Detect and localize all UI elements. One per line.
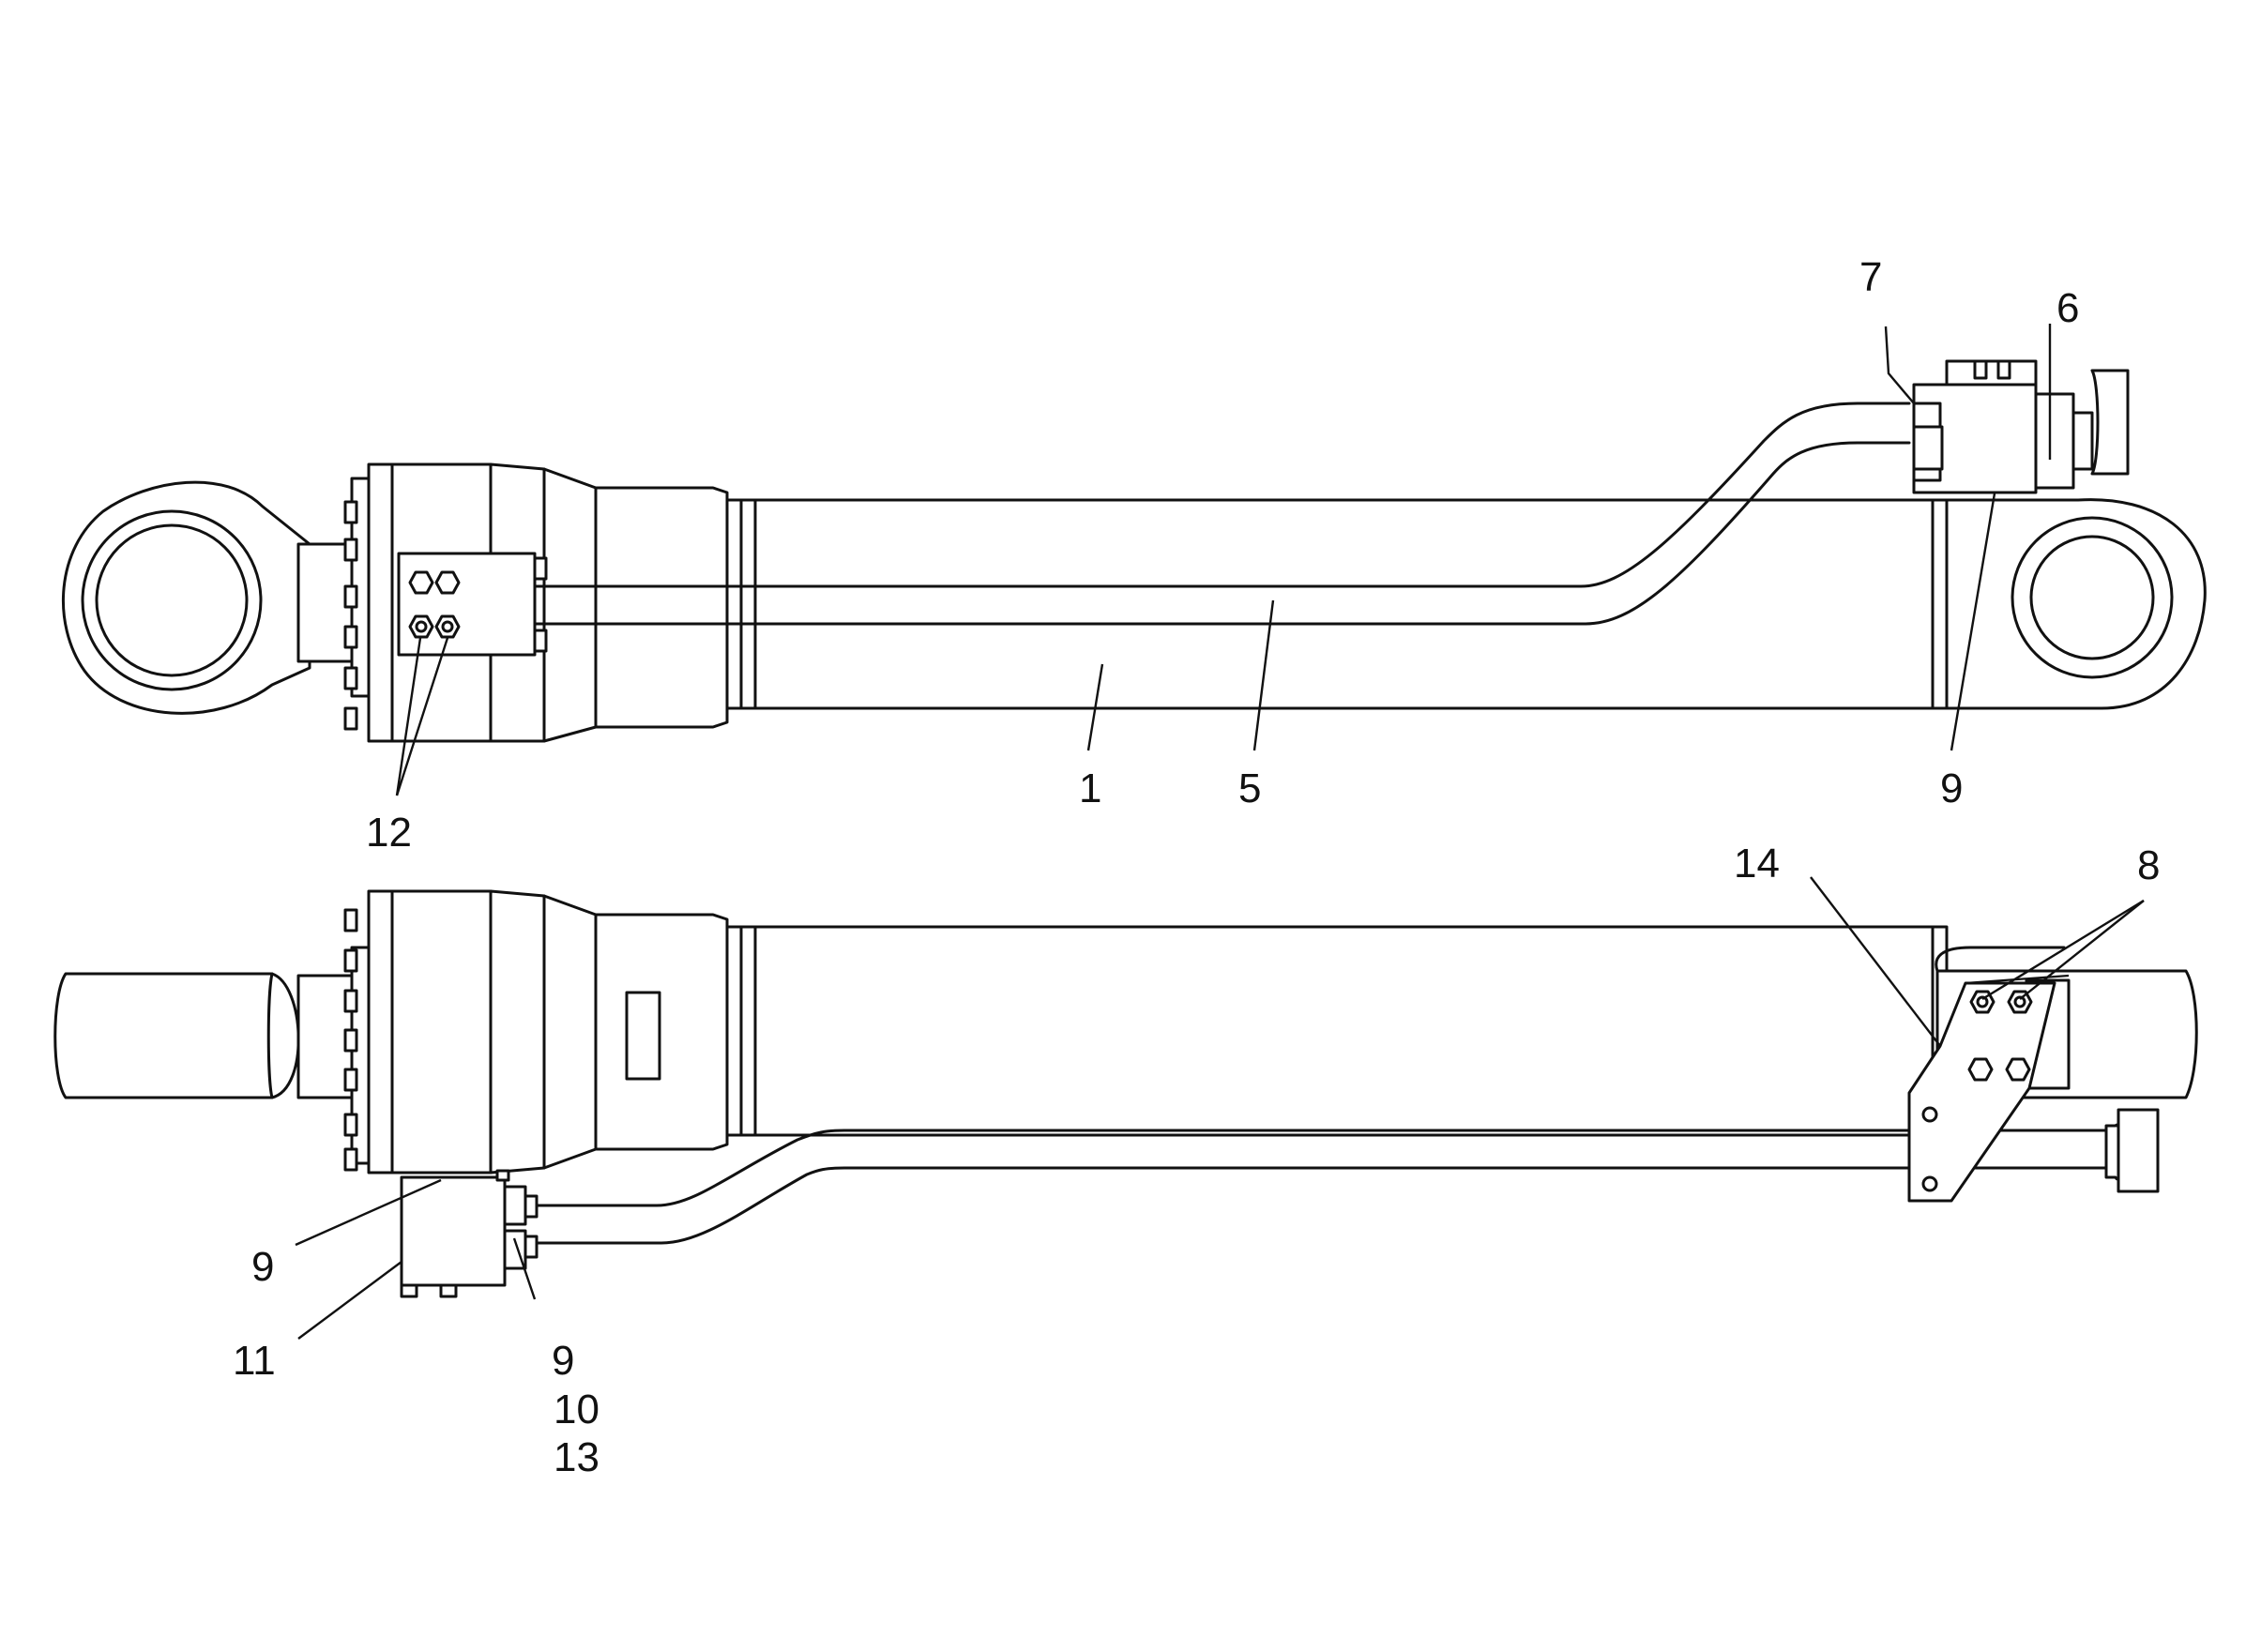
rod-end-left xyxy=(53,972,358,1099)
block-12 xyxy=(397,552,548,657)
callout-5: 5 xyxy=(1238,765,1261,811)
callout-10: 10 xyxy=(554,1387,599,1432)
leader-9-top xyxy=(1950,493,1996,751)
callout-6: 6 xyxy=(2056,285,2079,331)
leader-8a xyxy=(1981,899,2145,1001)
callout-8: 8 xyxy=(2137,842,2160,888)
callout-12: 12 xyxy=(366,810,412,856)
block-6-7 xyxy=(1912,359,2130,494)
bracket-14 xyxy=(1907,974,2070,1203)
callout-9-left: 9 xyxy=(251,1244,274,1290)
barrel-top xyxy=(725,498,1958,710)
leader-7 xyxy=(1884,326,1915,404)
base-eye-right xyxy=(1945,498,2207,710)
callout-1: 1 xyxy=(1079,765,1101,811)
leader-9-left xyxy=(295,1178,442,1247)
leader-9-stack xyxy=(512,1237,537,1300)
leader-11 xyxy=(297,1261,402,1340)
rod-eye-left xyxy=(62,480,358,715)
leader-12b xyxy=(395,637,449,796)
leader-5 xyxy=(1252,599,1275,751)
callout-14: 14 xyxy=(1734,841,1780,887)
cylinder-head xyxy=(343,462,729,743)
leader-1 xyxy=(1086,663,1104,751)
callout-11: 11 xyxy=(233,1338,276,1384)
callout-9-stack: 9 xyxy=(552,1338,574,1384)
leader-12a xyxy=(395,637,422,796)
leader-8b xyxy=(2019,900,2145,1000)
bottom-view: 14 8 9 11 9 10 13 xyxy=(53,841,2198,1480)
leader-14 xyxy=(1810,876,1941,1047)
cylinder-head-bottom xyxy=(343,889,729,1175)
barrel-bottom xyxy=(725,925,1949,1137)
valve-block-11 xyxy=(400,1169,539,1298)
callout-7: 7 xyxy=(1859,254,1882,300)
tubes-bottom xyxy=(533,1108,2160,1245)
top-view: 1 5 9 7 6 12 xyxy=(62,254,2207,856)
callout-9-top: 9 xyxy=(1940,765,1963,811)
tube-5 xyxy=(533,402,1911,626)
callout-13: 13 xyxy=(554,1434,599,1480)
